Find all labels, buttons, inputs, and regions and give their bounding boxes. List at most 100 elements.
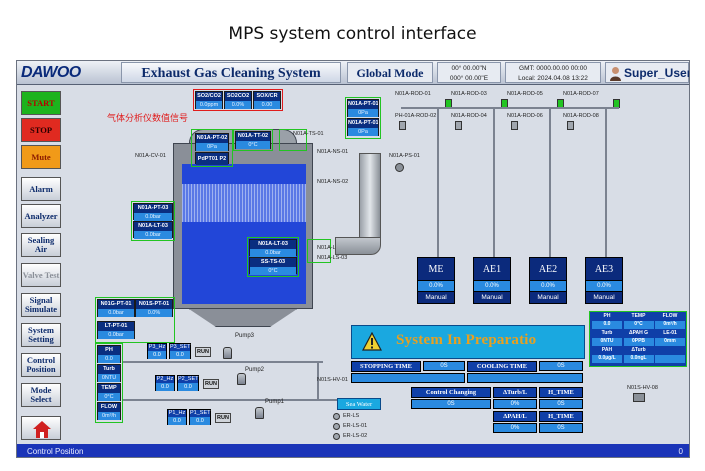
hv01-tag: N01S-HV-01	[317, 377, 348, 383]
left-button-5[interactable]: Sealing Air	[21, 233, 61, 257]
left-button-0[interactable]: START	[21, 91, 61, 115]
rod08-valve-icon[interactable]	[567, 121, 574, 130]
engine-load-0: 0.0%	[417, 281, 455, 292]
sea-water-button[interactable]: Sea Water	[337, 398, 381, 410]
mid-box: PdPT01 P2	[195, 152, 229, 165]
ls02-tag: N01A-LS-02	[317, 245, 348, 251]
global-mode-button[interactable]: Global Mode	[347, 62, 433, 83]
param-row2-0: 0NTU	[592, 338, 622, 346]
pump-p2-set-value: 0.0	[178, 383, 198, 391]
gas-analyzer-header-0: SO2/CO2	[196, 92, 222, 101]
status-right: 0	[678, 447, 683, 456]
param-headers-0: PH	[603, 313, 611, 319]
ns02-tag: N01A-NS-02	[317, 179, 349, 185]
gas-analyzer-value-1: 0.0%	[225, 101, 251, 109]
pump-p2-icon[interactable]	[237, 373, 246, 385]
pump-p1-icon[interactable]	[255, 407, 264, 419]
pump-p2-run-button[interactable]: RUN	[203, 379, 219, 389]
level-switch-2-icon	[333, 433, 340, 440]
cv01-tag: N01A-CV-01	[135, 153, 166, 159]
h-time2-value: 0S	[539, 423, 583, 433]
pump-p3-icon[interactable]	[223, 347, 232, 359]
rod02-valve-icon[interactable]	[399, 121, 406, 130]
pump-p1-set-label: P1_SET	[190, 410, 211, 416]
pump-p1-run-button[interactable]: RUN	[215, 413, 231, 423]
tt02-box: N01A-TT-02 0°C	[235, 131, 271, 149]
warning-icon	[362, 332, 382, 351]
param-row1-1: 0°C	[623, 321, 654, 329]
left-panel-tag-1: N01S-PT-01	[136, 300, 172, 309]
ph-l-value: 0%	[493, 423, 537, 433]
tank-bottom	[189, 309, 297, 327]
param-headers-2: FLOW	[662, 313, 678, 319]
logo: DAWOO	[21, 64, 81, 81]
cooling-time-value: 0S	[539, 361, 583, 371]
ph-item-value-0: 0.0	[98, 355, 120, 363]
rod04-tag: N01A-ROD-04	[451, 113, 487, 119]
pump-p1-hz-label: P1_Hz	[168, 410, 186, 416]
level-switch-0-icon	[333, 413, 340, 420]
engine-mode-1[interactable]: Manual	[473, 292, 511, 304]
left-button-9[interactable]: Control Position	[21, 353, 61, 377]
hv08-tag: N01S-HV-08	[627, 385, 658, 391]
exhaust-stack	[359, 153, 381, 241]
turb-value: 0%	[493, 399, 537, 409]
ph-item-label-0: PH	[98, 346, 120, 355]
left-button-8[interactable]: System Setting	[21, 323, 61, 347]
gas-analyzer-value-0: 0.0ppm	[196, 101, 222, 109]
left-button-3[interactable]: Alarm	[21, 177, 61, 201]
engine-load-3: 0.0%	[585, 281, 623, 292]
main-sea-pipe	[123, 399, 337, 401]
level-switch-0-tag: ER-LS	[343, 413, 360, 419]
stack-elbow	[335, 237, 381, 255]
tank-mesh	[182, 184, 306, 222]
scrubber-tank	[173, 143, 313, 309]
cooling-bar	[467, 373, 583, 383]
header-bar: DAWOO Exhaust Gas Cleaning System Global…	[17, 61, 689, 85]
left-button-1[interactable]: STOP	[21, 118, 61, 142]
engine-mode-2[interactable]: Manual	[529, 292, 567, 304]
param-headers2-2: LE-01	[663, 330, 677, 336]
ls03-tag: N01A-LS-03	[317, 255, 348, 261]
rod06-valve-icon[interactable]	[511, 121, 518, 130]
ts01-tag: N01A-TS-01	[293, 131, 324, 137]
param-row2-1: 0PPB	[623, 338, 654, 346]
level-switch-1-tag: ER-LS-01	[343, 423, 368, 429]
left-button-6[interactable]: Valve Test	[21, 263, 61, 287]
left-button-7[interactable]: Signal Simulate	[21, 293, 61, 317]
engine-mode-3[interactable]: Manual	[585, 292, 623, 304]
pt02-box: N01A-PT-02 0Pa	[195, 133, 229, 151]
pump-p3-run-button[interactable]: RUN	[195, 347, 211, 357]
latitude: 00° 00.00"N	[451, 65, 487, 72]
slide-title: MPS system control interface	[228, 24, 477, 44]
cooling-time-label: COOLING TIME	[467, 361, 537, 372]
engine-mode-0[interactable]: Manual	[417, 292, 455, 304]
home-button[interactable]	[21, 416, 61, 440]
turb-label: ΔTurb/L	[493, 387, 537, 398]
left-button-2[interactable]: Mute	[21, 145, 61, 169]
rod04-valve-icon[interactable]	[455, 121, 462, 130]
left-button-10[interactable]: Mode Select	[21, 383, 61, 407]
param-headers3-0: PAH	[601, 347, 613, 353]
pump-p1-hz-value: 0.0	[168, 417, 186, 425]
param-row1-0: 0.0	[592, 321, 622, 329]
left-button-4[interactable]: Analyzer	[21, 204, 61, 228]
engine-pipe-0	[437, 107, 439, 257]
user-button[interactable]: Super_User	[605, 62, 689, 83]
status-left: Control Position	[27, 447, 84, 456]
ls-frame	[307, 239, 331, 263]
